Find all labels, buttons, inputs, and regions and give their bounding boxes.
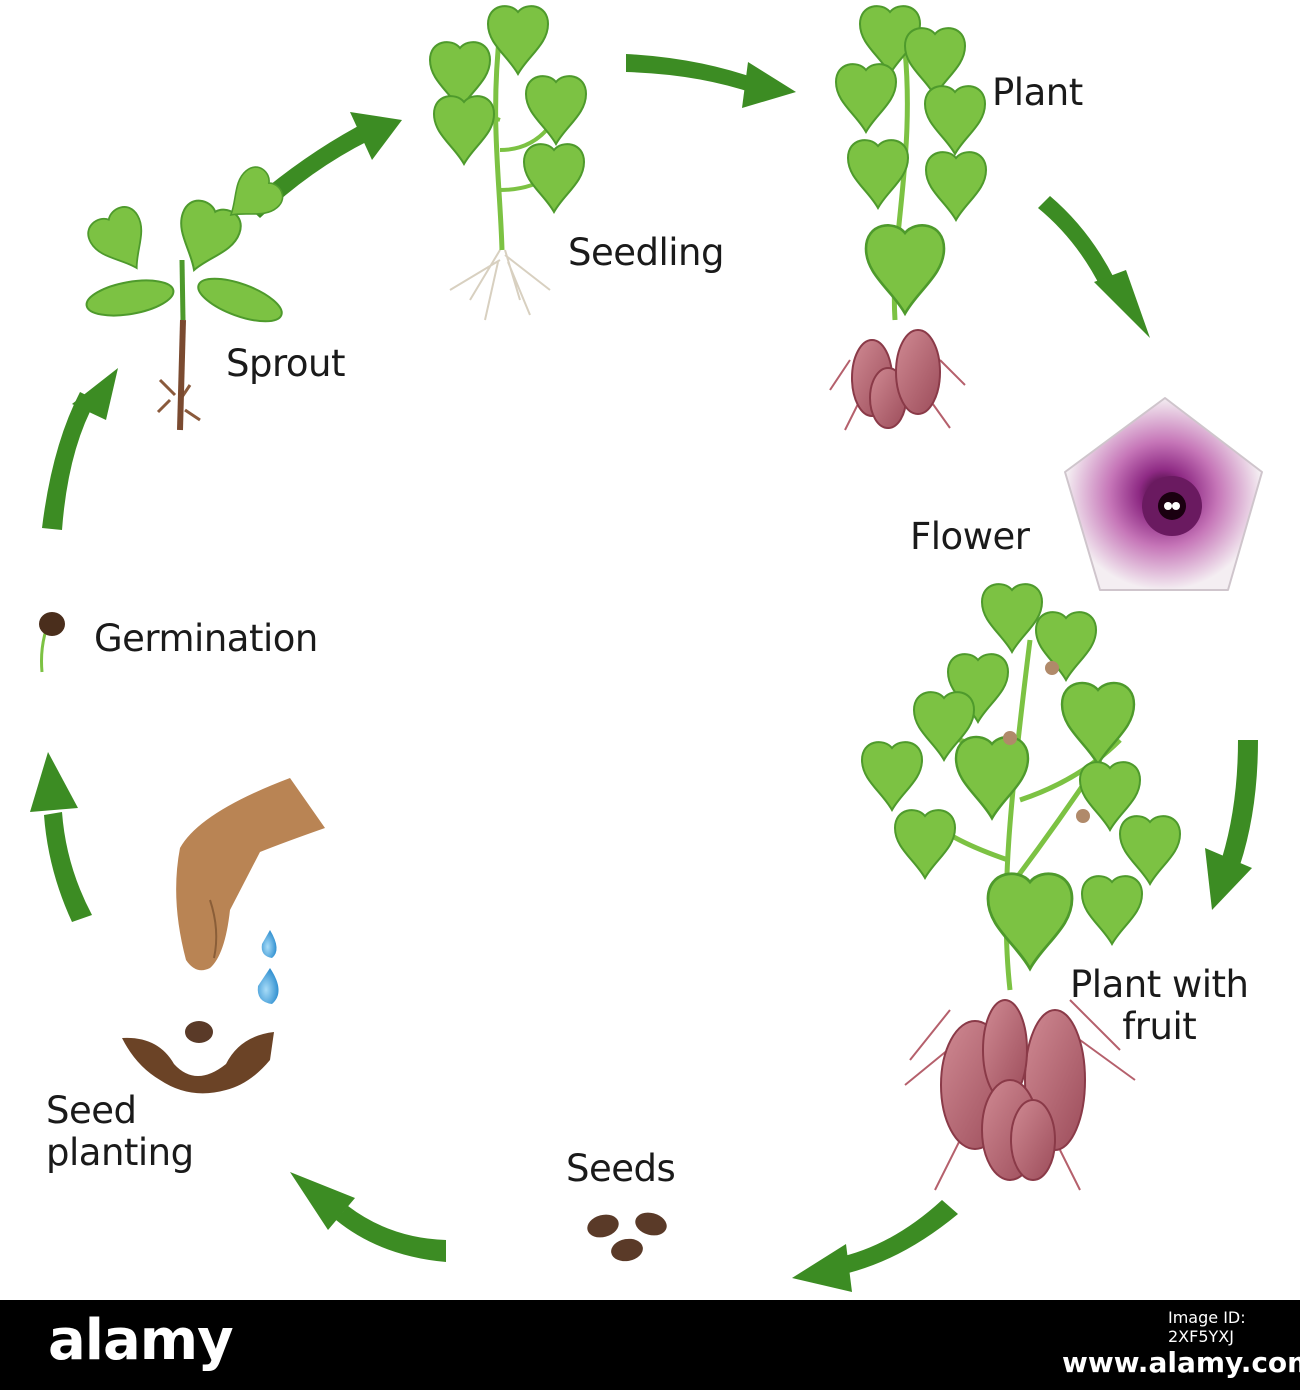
label-plant-with-fruit-line2: fruit [1122, 1005, 1197, 1048]
life-cycle-diagram [30, 5, 1263, 1292]
label-seed-planting: Seed planting [46, 1090, 194, 1174]
arrow-seedling-to-plant [626, 54, 796, 108]
seedling-icon [429, 5, 587, 321]
arrow-seeds-to-planting [290, 1172, 446, 1262]
watermark-footer [0, 1300, 1300, 1390]
seed-planting-icon [122, 778, 325, 1094]
label-germination: Germination [94, 617, 318, 660]
sprout-icon [81, 160, 289, 431]
label-seed-planting-line1: Seed [46, 1089, 137, 1132]
label-plant-with-fruit: Plant with fruit [1070, 963, 1249, 1048]
plant-icon [829, 5, 987, 431]
label-sprout: Sprout [226, 342, 345, 385]
arrow-planting-to-germination [30, 752, 92, 922]
cycle-arrows [30, 54, 1258, 1292]
label-plant: Plant [992, 71, 1083, 114]
arrow-fruit-to-seeds [792, 1200, 958, 1292]
arrow-plant-to-flower [1038, 196, 1150, 338]
label-seeds: Seeds [566, 1147, 676, 1190]
seeds-icon [587, 1212, 667, 1262]
label-seedling: Seedling [568, 231, 725, 274]
life-cycle-canvas: Plant Seedling Sprout Flower Germination… [30, 5, 1263, 1292]
brand-url: www.alamy.com [1062, 1346, 1300, 1379]
arrow-germination-to-sprout [42, 368, 118, 530]
arrow-flower-to-fruit [1205, 740, 1258, 910]
image-id-text: Image ID: 2XF5YXJ [1168, 1308, 1246, 1346]
germination-icon [39, 612, 65, 673]
label-plant-with-fruit-line1: Plant with [1070, 963, 1249, 1006]
label-seed-planting-line2: planting [46, 1131, 194, 1174]
label-flower: Flower [910, 515, 1030, 558]
brand-logo: alamy [48, 1308, 234, 1373]
fruit-plant-icon [861, 583, 1181, 1191]
flower-icon [1064, 397, 1263, 591]
